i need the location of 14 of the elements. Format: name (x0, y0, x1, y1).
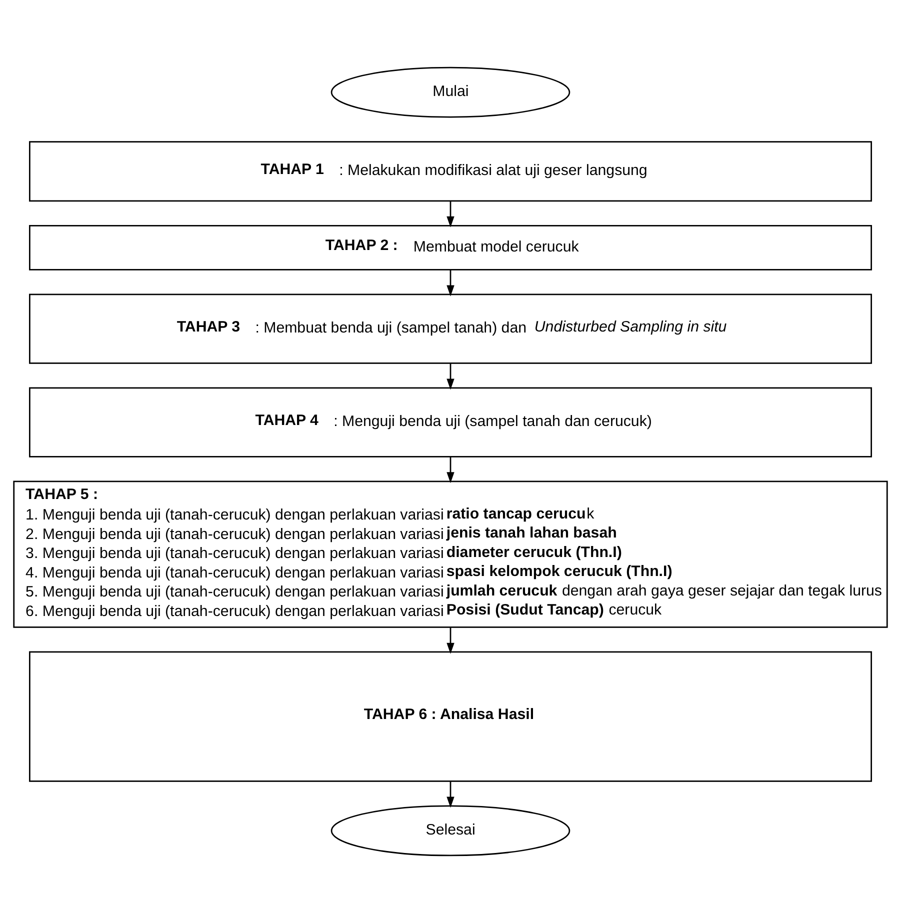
arrow (446, 780, 454, 808)
arrow (446, 456, 454, 483)
arrow (446, 627, 454, 654)
arrow (446, 362, 454, 390)
node-box: TAHAP 5 : 1. Menguji benda uji (tanah-cerucuk) dengan perlakuan variasi ratio tancap cerucuk 2. Menguji benda uji (tanah-cerucuk) dengan perlakuan variasi jenis tanah lahan basah 3. Menguji benda uji (tanah-cerucuk) dengan perlakuan variasi diameter cerucuk (Thn.I) 4. Menguji benda uji (tanah-cerucuk) dengan perlakuan variasi spasi kelompok cerucuk (Thn.I) 5. Menguji benda uji (tanah-cerucuk) dengan perlakuan variasi jumlah cerucuk dengan arah gaya geser sejajar dan tegak lurus 6. Menguji benda uji (tanah-cerucuk) dengan perlakuan variasi Posisi (Sudut Tancap) cerucuk (13, 480, 888, 628)
node-box: TAHAP 1 : Melakukan modifikasi alat uji geser langsung (29, 140, 872, 202)
arrow (446, 270, 454, 296)
node-box: TAHAP 2 : Membuat model cerucuk (29, 224, 872, 270)
node-box: TAHAP 4 : Menguji benda uji (sampel tanah dan cerucuk) (29, 386, 872, 457)
node-box: TAHAP 6 : Analisa Hasil (29, 650, 872, 782)
node-ellipse: Selesai (330, 804, 570, 856)
node-box: TAHAP 3 : Membuat benda uji (sampel tanah) dan Undisturbed Sampling in situ (29, 293, 872, 364)
node-ellipse: Mulai (330, 66, 570, 118)
arrow (446, 200, 454, 227)
